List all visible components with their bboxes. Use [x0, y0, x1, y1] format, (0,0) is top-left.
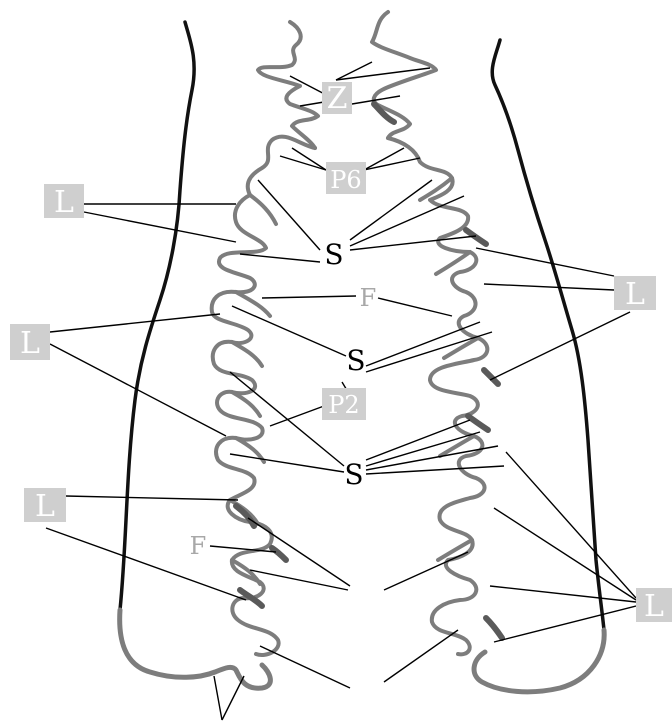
lower-left-outline — [120, 610, 271, 688]
left-body-outline — [120, 22, 194, 610]
label-L-text: L — [644, 589, 664, 624]
label-P2-text: P2 — [328, 391, 359, 419]
right-tissue-folds — [388, 138, 487, 654]
label-S-upper: S — [324, 238, 343, 271]
label-L-upper-right: L — [614, 276, 656, 312]
label-P6: P6 — [326, 162, 366, 194]
label-F-upper: F — [360, 284, 377, 312]
left-dark-tissue-3 — [272, 548, 286, 560]
label-P2: P2 — [322, 388, 366, 420]
label-L-text: L — [625, 277, 645, 312]
label-P6-text: P6 — [330, 166, 361, 194]
label-L-lower-right: L — [636, 588, 672, 624]
label-L-text: L — [54, 185, 74, 220]
lower-right-outline — [474, 630, 604, 692]
label-S-mid: S — [346, 344, 365, 377]
right-body-outline — [492, 40, 604, 630]
label-F-lower: F — [190, 532, 207, 560]
label-L-text: L — [20, 326, 40, 361]
right-dark-tissue-3 — [468, 416, 488, 430]
neck-left-fold — [258, 22, 318, 148]
label-Z: Z — [322, 81, 352, 116]
right-dark-tissue-4 — [486, 618, 502, 638]
label-Z-text: Z — [327, 81, 348, 116]
label-S-lower: S — [344, 458, 363, 491]
neck-right-fold — [372, 12, 436, 138]
label-L-mid-left: L — [10, 324, 50, 361]
left-tissue-folds — [212, 137, 315, 655]
label-L-lower-left: L — [24, 488, 66, 524]
label-L-text: L — [35, 489, 55, 524]
label-L-upper-left: L — [44, 184, 84, 220]
